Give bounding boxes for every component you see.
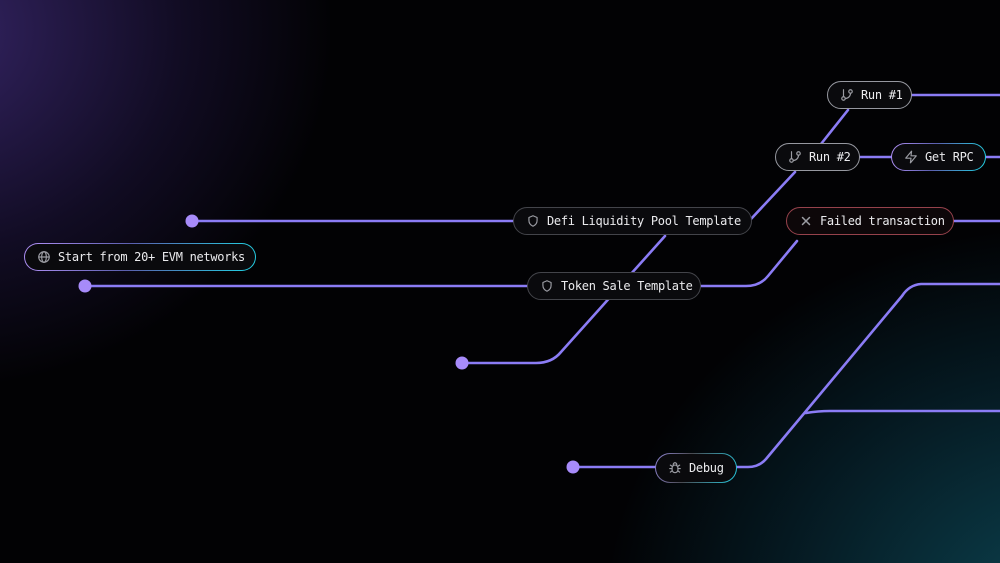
shield-icon	[526, 214, 540, 228]
edge-branch-to-right-edge	[804, 409, 1000, 415]
edge-run2-to-run1	[819, 108, 850, 146]
zap-icon	[904, 150, 918, 164]
git-branch-icon	[788, 150, 802, 164]
shield-icon	[540, 279, 554, 293]
endpoint-dot	[566, 460, 580, 474]
edge-token-to-failed	[698, 239, 799, 288]
git-branch-icon	[840, 88, 854, 102]
node-get-rpc[interactable]: Get RPC	[891, 143, 986, 171]
node-defi-template[interactable]: Defi Liquidity Pool Template	[513, 207, 752, 235]
node-run-2[interactable]: Run #2	[775, 143, 860, 171]
node-debug[interactable]: Debug	[655, 453, 737, 483]
endpoint-dot	[455, 356, 469, 370]
x-icon	[799, 214, 813, 228]
node-label: Run #2	[809, 150, 851, 164]
node-label: Failed transaction	[820, 214, 945, 228]
edge-dot-to-defi-bottom	[460, 234, 667, 365]
node-label: Start from 20+ EVM networks	[58, 250, 245, 264]
node-failed-transaction[interactable]: Failed transaction	[786, 207, 954, 235]
globe-icon	[37, 250, 51, 264]
node-label: Get RPC	[925, 150, 974, 164]
node-start-evm[interactable]: Start from 20+ EVM networks	[24, 243, 256, 271]
edge-defi-to-run2	[749, 170, 797, 221]
bug-icon	[668, 461, 682, 475]
edge-debug-to-right-edge	[734, 282, 1000, 469]
node-token-template[interactable]: Token Sale Template	[527, 272, 701, 300]
endpoint-dot	[78, 279, 92, 293]
node-label: Run #1	[861, 88, 903, 102]
node-run-1[interactable]: Run #1	[827, 81, 912, 109]
endpoint-dot	[185, 214, 199, 228]
node-label: Debug	[689, 461, 724, 475]
node-label: Defi Liquidity Pool Template	[547, 214, 741, 228]
node-label: Token Sale Template	[561, 279, 693, 293]
